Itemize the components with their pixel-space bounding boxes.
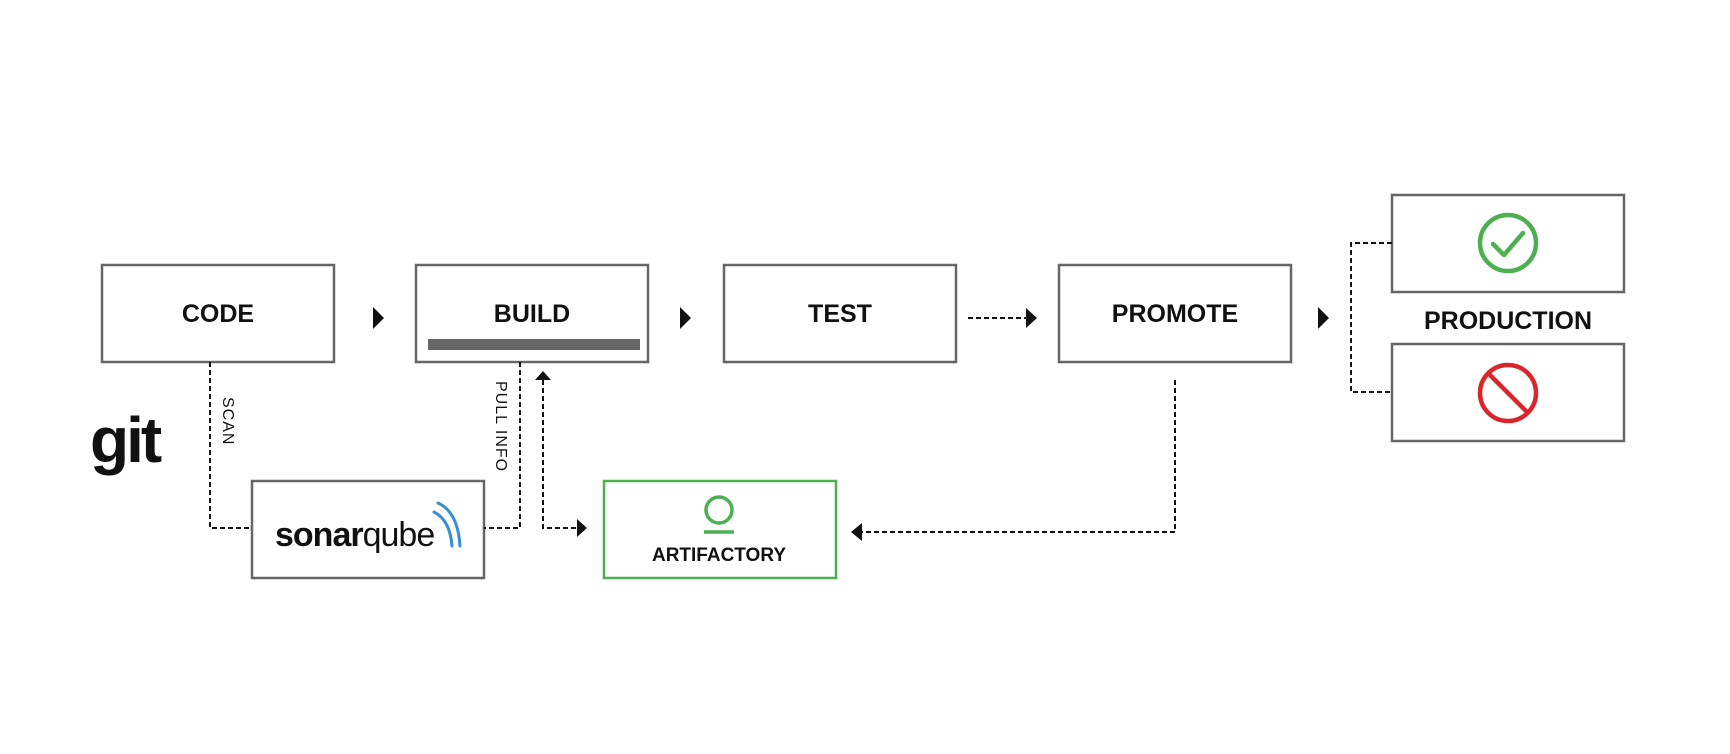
production-rejected xyxy=(1390,342,1626,443)
sonarqube-box: sonarqube xyxy=(250,479,486,580)
check-circle-icon xyxy=(1477,212,1539,274)
scan-connector xyxy=(209,362,252,529)
stage-code-label: CODE xyxy=(182,300,254,328)
arrow-to-artifactory-icon xyxy=(577,519,587,537)
stage-test-label: TEST xyxy=(808,300,872,328)
arrow-build-to-test-icon xyxy=(680,307,691,329)
production-approved-box xyxy=(1390,193,1626,294)
sonarqube-logo: sonarqube xyxy=(275,516,434,554)
stage-code: CODE xyxy=(100,263,336,364)
arrow-code-to-build-icon xyxy=(373,307,384,329)
stage-test: TEST xyxy=(722,263,958,364)
stage-promote-label: PROMOTE xyxy=(1112,300,1238,328)
stage-code-box xyxy=(100,263,336,364)
scan-label: SCAN xyxy=(219,397,236,445)
stage-build-label: BUILD xyxy=(494,300,570,328)
artifactory-box: ARTIFACTORY xyxy=(602,479,838,580)
git-logo: git xyxy=(90,404,162,476)
promote-artifactory-connector xyxy=(851,380,1176,541)
pull-info-label: PULL INFO xyxy=(492,381,509,472)
prohibited-icon xyxy=(1477,362,1539,424)
stage-promote: PROMOTE xyxy=(1057,263,1293,364)
sonar-waves-icon xyxy=(432,501,462,548)
arrow-test-to-promote-icon xyxy=(968,308,1037,328)
stage-test-box xyxy=(722,263,958,364)
arrow-up-to-build-icon xyxy=(535,371,551,380)
build-progress-bar xyxy=(428,339,640,350)
stage-production-label: PRODUCTION xyxy=(1424,307,1592,335)
production-approved xyxy=(1390,193,1626,294)
artifactory-icon xyxy=(704,495,734,534)
build-artifactory-connector xyxy=(535,371,587,537)
arrow-promote-to-artifactory-icon xyxy=(851,523,862,541)
sonarqube-box-frame xyxy=(250,479,486,580)
production-bracket xyxy=(1350,242,1392,393)
stage-build: BUILD xyxy=(414,263,650,364)
stage-promote-box xyxy=(1057,263,1293,364)
artifactory-label: ARTIFACTORY xyxy=(652,545,786,566)
arrow-promote-to-production-icon xyxy=(1318,307,1329,329)
